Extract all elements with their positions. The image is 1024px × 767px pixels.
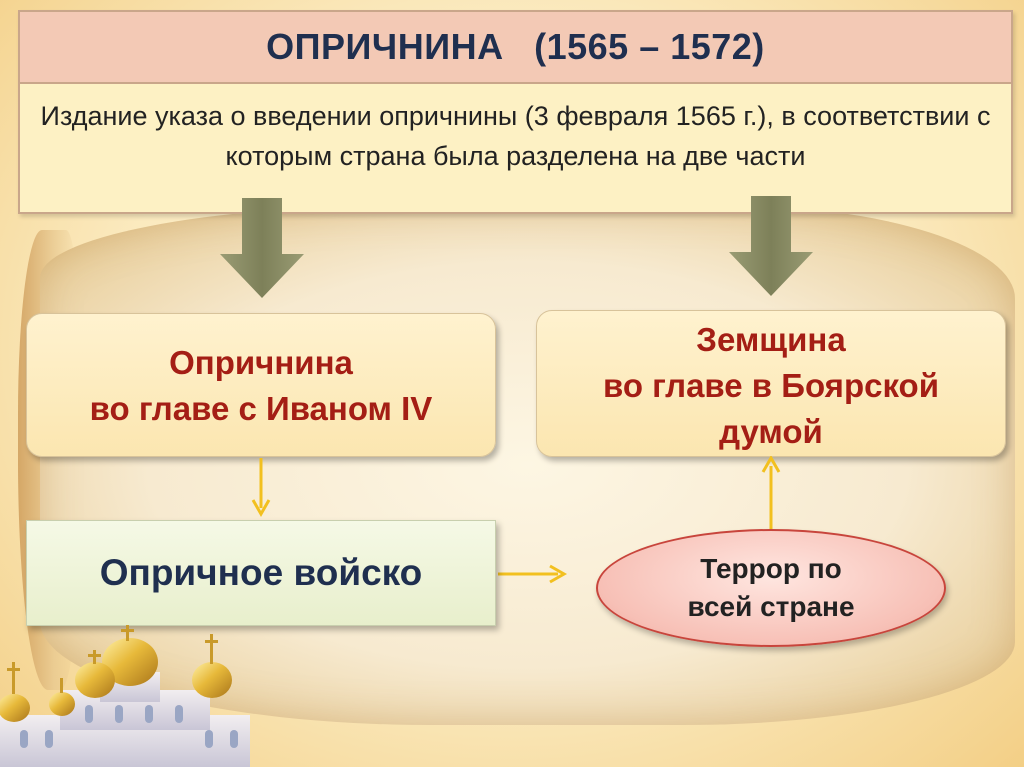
zemshchina-subtitle-line2: думой <box>719 413 823 450</box>
zemshchina-box: Земщина во главе в Боярской думой <box>536 310 1006 457</box>
oprichnina-title: Опричнина <box>169 344 353 381</box>
terror-ellipse: Террор по всей стране <box>596 529 946 647</box>
zemshchina-subtitle-line1: во главе в Боярской <box>603 367 939 404</box>
down-arrow-right-icon <box>729 196 813 296</box>
arrow-up-to-zemshchina-icon <box>761 456 781 530</box>
oprichnina-box: Опричнина во главе с Иваном IV <box>26 313 496 457</box>
cathedral-domes-icon <box>0 625 250 767</box>
arrow-down-to-army-icon <box>251 458 271 518</box>
army-label: Опричное войско <box>99 552 423 593</box>
decree-description: Издание указа о введении опричнины (3 фе… <box>40 101 991 171</box>
title-word: ОПРИЧНИНА <box>266 26 504 67</box>
title-years: (1565 – 1572) <box>534 26 765 67</box>
zemshchina-title: Земщина <box>696 321 846 358</box>
arrow-right-to-terror-icon <box>498 564 568 584</box>
terror-line1: Террор по <box>700 553 842 584</box>
oprichnoe-army-box: Опричное войско <box>26 520 496 626</box>
page-title: ОПРИЧНИНА (1565 – 1572) <box>266 26 765 68</box>
header-box: ОПРИЧНИНА (1565 – 1572) Издание указа о … <box>18 10 1013 214</box>
title-bar: ОПРИЧНИНА (1565 – 1572) <box>20 12 1011 84</box>
down-arrow-left-icon <box>220 198 304 298</box>
terror-line2: всей стране <box>687 591 855 622</box>
oprichnina-subtitle: во главе с Иваном IV <box>89 390 433 427</box>
